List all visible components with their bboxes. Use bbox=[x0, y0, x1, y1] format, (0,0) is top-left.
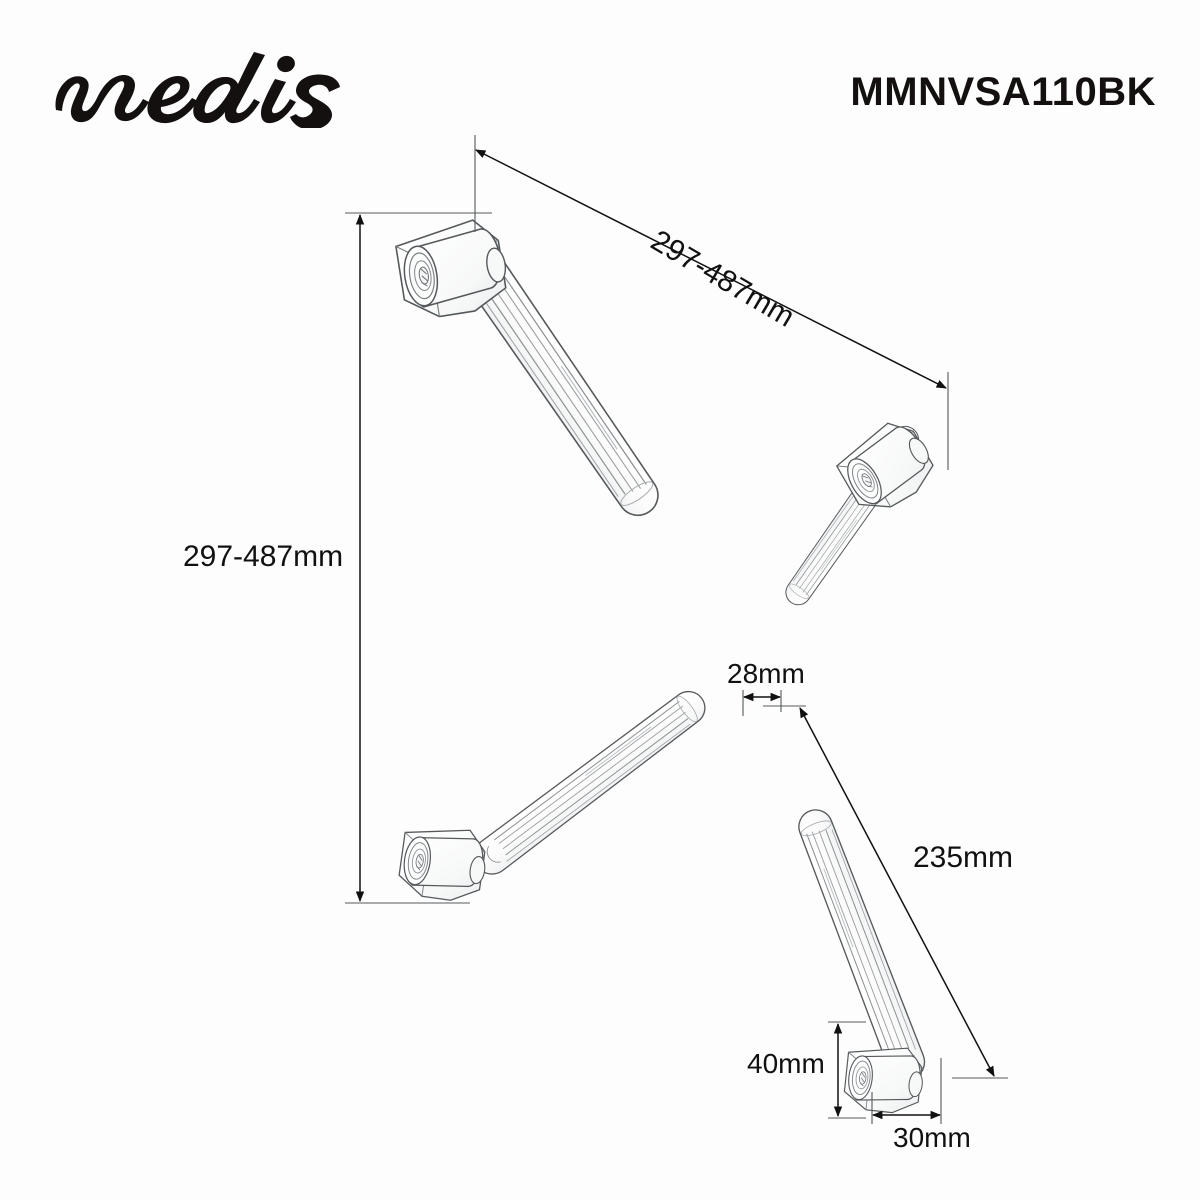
dim-vertical-left-label: 297-487mm bbox=[183, 540, 344, 573]
product-code: MMNVSA110BK bbox=[850, 70, 1156, 114]
dim-height-40-label: 40mm bbox=[747, 1048, 825, 1079]
dim-depth-30 bbox=[871, 1058, 942, 1124]
view-folded-middle-right bbox=[779, 412, 944, 611]
view-extended-upper-left bbox=[392, 215, 669, 525]
dim-depth-30-label: 30mm bbox=[893, 1122, 971, 1153]
dim-length-235 bbox=[763, 705, 1008, 1079]
dim-width-28-label: 28mm bbox=[727, 658, 805, 689]
nedis-logo bbox=[48, 48, 378, 130]
dim-vertical-left bbox=[345, 212, 492, 904]
dim-height-40 bbox=[828, 1021, 866, 1119]
dim-width-28 bbox=[742, 690, 782, 716]
view-raised-lower-left bbox=[396, 683, 714, 905]
dim-length-235-label: 235mm bbox=[913, 841, 1014, 874]
dim-diagonal-top bbox=[474, 135, 949, 470]
